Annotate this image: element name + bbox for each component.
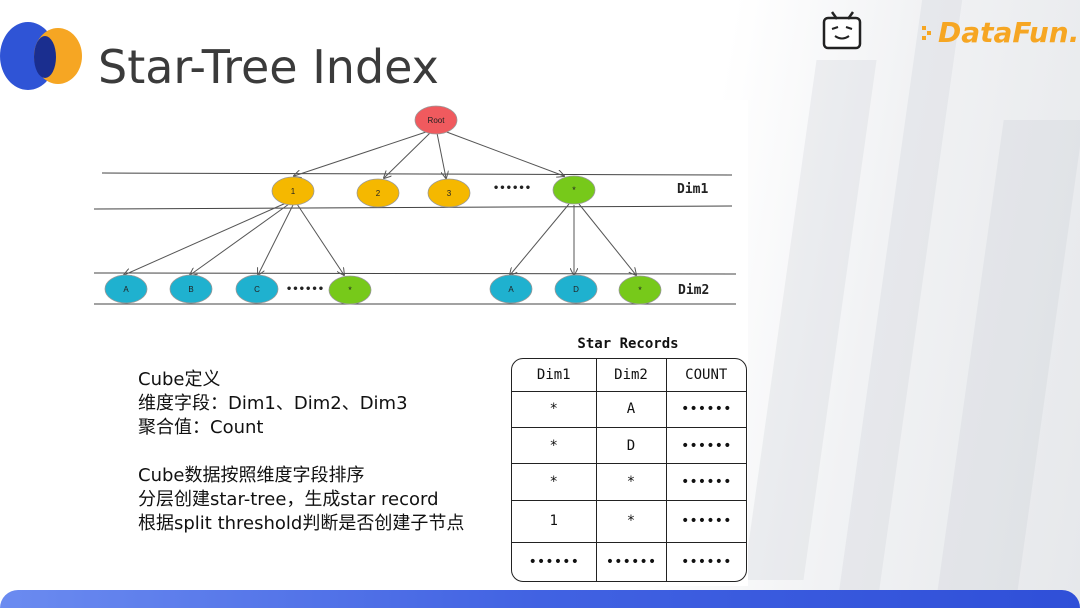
bottom-accent-bar <box>0 590 1080 608</box>
dim1-level-label: Dim1 <box>677 182 708 197</box>
dim1-node-2 <box>356 178 400 208</box>
dim2-node-c <box>235 274 279 304</box>
dim1-node-3 <box>427 178 471 208</box>
dim1-node-label: 2 <box>376 189 381 198</box>
dim2-node-star-left <box>328 275 372 305</box>
dim2-level-label: Dim2 <box>678 283 709 298</box>
level-line <box>93 272 737 275</box>
dim2-node-label: B <box>188 285 193 294</box>
dim1-node-label: 1 <box>291 187 296 196</box>
dim2-node-a <box>104 274 148 304</box>
dim2-node-label: * <box>638 285 642 295</box>
table-row: •••••• •••••• •••••• <box>512 542 746 581</box>
table-cell: * <box>595 499 667 544</box>
dim2-node-b <box>169 274 213 304</box>
star-tree-diagram: Root 1 2 3 •••••• * Dim1 A B C •••••• * … <box>93 105 737 305</box>
dim1-node-1 <box>271 176 315 206</box>
root-node <box>414 105 458 135</box>
desc-line: 根据split threshold判断是否创建子节点 <box>138 513 465 534</box>
edges-root <box>294 130 564 178</box>
desc-line: Cube数据按照维度字段排序 <box>138 465 365 486</box>
dim2-node-label: * <box>348 285 352 295</box>
table-header: Dim2 <box>595 359 667 392</box>
dim1-node-label: 3 <box>447 189 452 198</box>
table-cell: * <box>512 463 597 501</box>
level-line <box>101 172 733 176</box>
table-row: 1 * •••••• <box>512 499 746 544</box>
dim2-node-d <box>554 274 598 304</box>
dim1-node-star <box>552 175 596 205</box>
dim2-ellipsis: •••••• <box>286 284 324 295</box>
table-header: Dim1 <box>512 359 597 392</box>
brand-pixel-icon <box>922 26 931 40</box>
table-cell: * <box>512 390 597 429</box>
decorative-logo-circles <box>0 22 90 94</box>
desc-line: 维度字段：Dim1、Dim2、Dim3 <box>138 393 408 414</box>
table-cell: •••••• <box>595 542 667 581</box>
dim2-node-label: A <box>123 285 129 294</box>
table-row: * * •••••• <box>512 463 746 501</box>
table-cell: •••••• <box>665 499 746 544</box>
table-header: COUNT <box>665 359 746 392</box>
dim2-node-a-right <box>489 274 533 304</box>
slide-title: Star-Tree Index <box>98 40 439 94</box>
table-cell: 1 <box>512 499 597 544</box>
table-cell: •••••• <box>665 427 746 465</box>
brand-logo-text: DataFun. <box>938 16 1080 49</box>
star-records-title: Star Records <box>577 336 679 352</box>
table-cell: •••••• <box>665 463 746 501</box>
tv-mascot-icon <box>822 11 862 50</box>
level-line <box>93 205 733 210</box>
desc-line: 聚合值：Count <box>138 417 264 438</box>
table-cell: •••••• <box>512 542 597 581</box>
table-row: * D •••••• <box>512 427 746 465</box>
edges-dim1-1 <box>124 202 344 275</box>
table-cell: •••••• <box>665 542 746 581</box>
table-cell: * <box>595 463 667 501</box>
dim2-node-label: A <box>508 285 514 294</box>
dim2-node-label: C <box>254 285 260 294</box>
background-decoration <box>740 0 1080 608</box>
table-header-row: Dim1 Dim2 COUNT <box>512 359 746 392</box>
desc-line: Cube定义 <box>138 369 221 390</box>
star-records-table: Dim1 Dim2 COUNT * A •••••• * D •••••• * … <box>511 358 747 582</box>
dim1-node-label: * <box>572 185 576 195</box>
table-cell: •••••• <box>665 390 746 429</box>
table-cell: A <box>595 390 667 429</box>
description-text: Cube定义 维度字段：Dim1、Dim2、Dim3 聚合值：Count Cub… <box>138 368 464 536</box>
root-node-label: Root <box>428 116 446 125</box>
table-row: * A •••••• <box>512 390 746 429</box>
edges-dim1-star <box>510 203 636 275</box>
table-cell: * <box>512 427 597 465</box>
dim2-node-star-right <box>618 275 662 305</box>
table-cell: D <box>595 427 667 465</box>
desc-line: 分层创建star-tree，生成star record <box>138 489 439 510</box>
dim1-ellipsis: •••••• <box>493 183 531 194</box>
dim2-node-label: D <box>573 285 579 294</box>
